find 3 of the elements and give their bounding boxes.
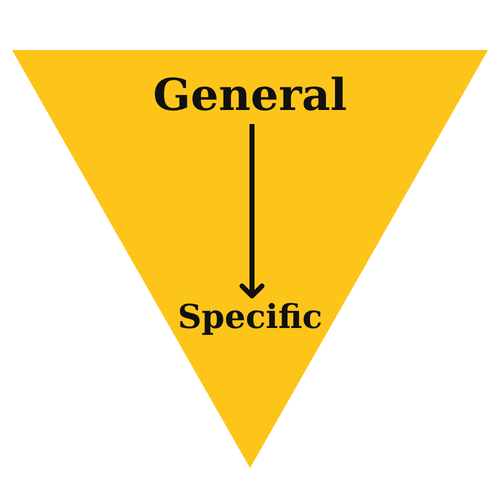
heading-text: General: [153, 74, 347, 118]
text-label: Specific: [178, 300, 322, 333]
arrow: [240, 124, 264, 298]
